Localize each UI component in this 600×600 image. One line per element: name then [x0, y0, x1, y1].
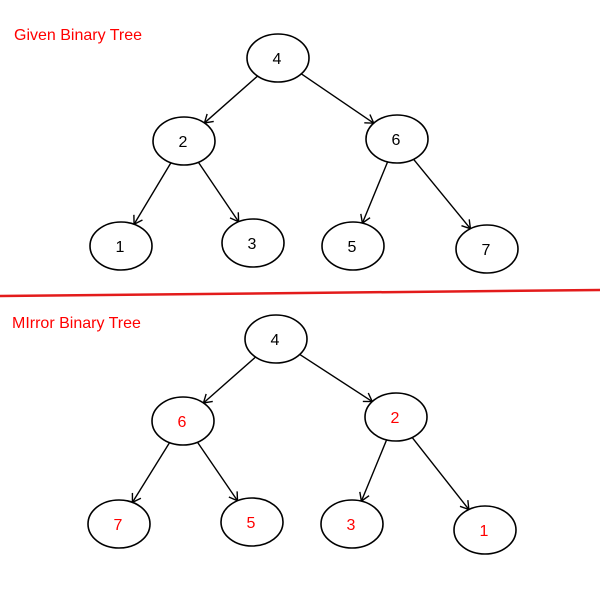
nodes-layer: 4 2 6 1 3 5 7 4 6 2 7 5 3 1	[87, 33, 519, 555]
mirror-node-circle-4	[244, 314, 308, 364]
mirror-node-circle-6	[151, 396, 215, 446]
mirror-node-label-1: 1	[480, 523, 489, 540]
mirror-edge-4-to-6	[202, 356, 257, 404]
given-node-circle-5	[321, 221, 385, 271]
edges-layer	[131, 73, 472, 511]
mirror-node-label-2: 2	[391, 410, 400, 427]
mirror-tree-node-2: 2	[364, 392, 428, 442]
given-tree-title: Given Binary Tree	[14, 27, 143, 44]
given-node-circle-7	[455, 224, 519, 274]
mirror-edge-6-to-5	[196, 441, 239, 502]
mirror-tree-node-6: 6	[151, 396, 215, 446]
given-edge-2-to-3	[197, 161, 240, 223]
mirror-node-label-5: 5	[247, 515, 256, 532]
given-node-circle-3	[221, 218, 285, 268]
mirror-edge-6-to-7	[131, 442, 171, 504]
given-node-label-1: 1	[116, 239, 125, 256]
given-node-circle-6	[365, 114, 429, 164]
mirror-node-circle-1	[453, 505, 517, 555]
given-node-circle-2	[152, 116, 216, 166]
given-node-label-2: 2	[179, 134, 188, 151]
mirror-tree-node-4: 4	[244, 314, 308, 364]
given-edge-4-to-6	[300, 73, 375, 124]
given-edge-6-to-5	[360, 161, 389, 225]
mirror-node-circle-7	[87, 499, 151, 549]
given-edge-2-to-1	[133, 162, 172, 226]
given-node-label-6: 6	[392, 132, 401, 149]
mirror-tree-node-5: 5	[220, 497, 284, 547]
mirror-node-label-7: 7	[114, 517, 123, 534]
given-node-circle-4	[246, 33, 310, 83]
given-tree-node-5: 5	[321, 221, 385, 271]
given-tree-node-4: 4	[246, 33, 310, 83]
mirror-edge-2-to-3	[359, 439, 388, 503]
given-tree-node-2: 2	[152, 116, 216, 166]
mirror-node-circle-5	[220, 497, 284, 547]
given-tree-node-3: 3	[221, 218, 285, 268]
given-edge-6-to-7	[413, 158, 472, 230]
mirror-node-label-6: 6	[178, 414, 187, 431]
given-node-label-3: 3	[248, 236, 257, 253]
given-node-label-7: 7	[482, 242, 491, 259]
mirror-tree-title: MIrror Binary Tree	[12, 315, 141, 332]
given-node-circle-1	[89, 221, 153, 271]
given-tree-node-7: 7	[455, 224, 519, 274]
given-tree-node-1: 1	[89, 221, 153, 271]
given-tree-node-6: 6	[365, 114, 429, 164]
mirror-edge-2-to-1	[411, 437, 470, 511]
mirror-tree-node-1: 1	[453, 505, 517, 555]
mirror-node-circle-2	[364, 392, 428, 442]
mirror-tree-node-3: 3	[320, 499, 384, 549]
mirror-node-label-4: 4	[271, 332, 280, 349]
mirror-node-label-3: 3	[347, 517, 356, 534]
mirror-node-circle-3	[320, 499, 384, 549]
section-divider	[0, 288, 600, 298]
given-edge-4-to-2	[203, 75, 259, 124]
mirror-tree-node-7: 7	[87, 499, 151, 549]
mirror-edge-4-to-2	[299, 353, 374, 403]
given-node-label-5: 5	[348, 239, 357, 256]
given-node-label-4: 4	[273, 51, 282, 68]
